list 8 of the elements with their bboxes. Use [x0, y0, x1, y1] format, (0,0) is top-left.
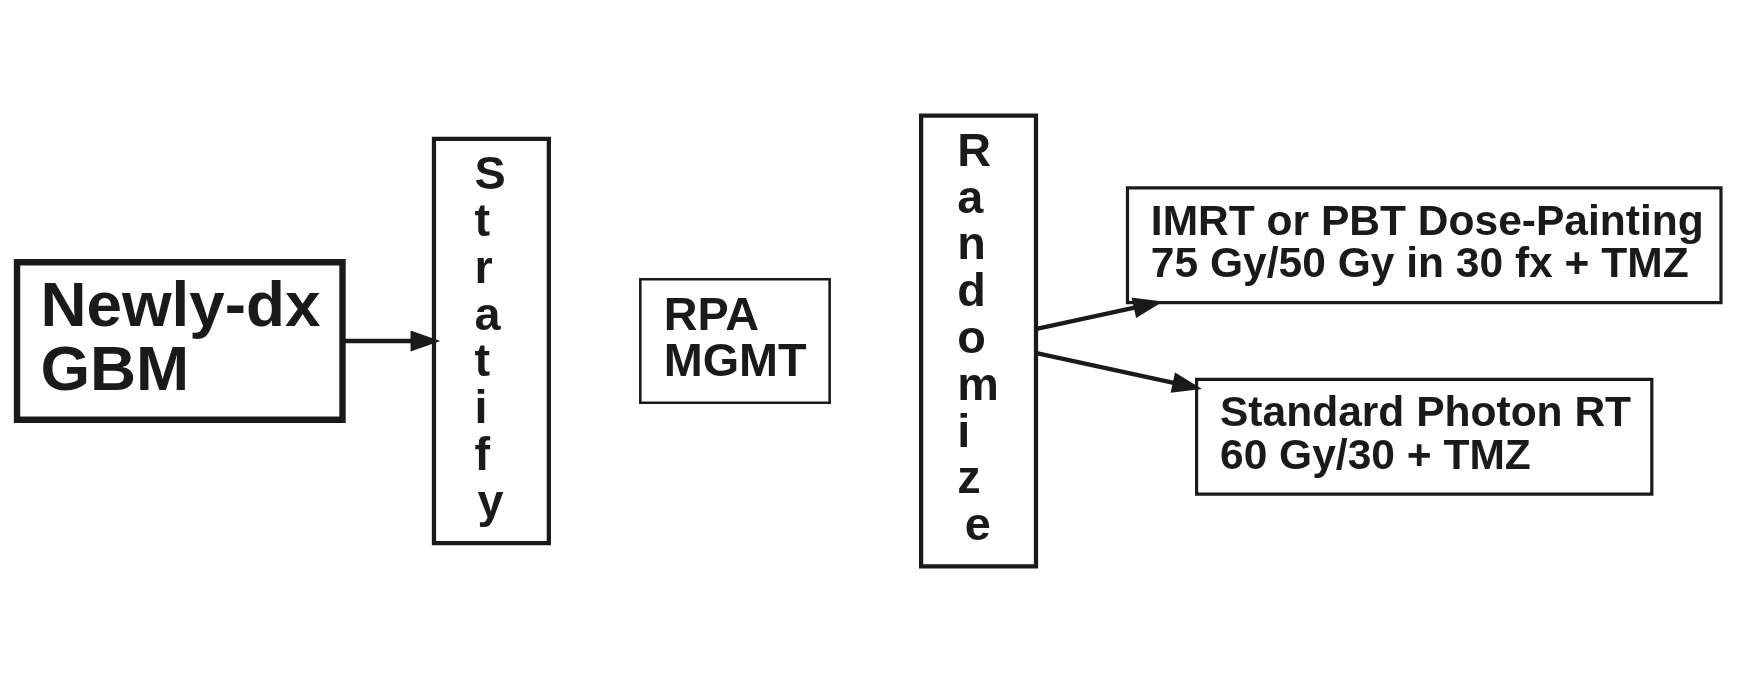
- node-box: Standard Photon RT 60 Gy/30 + TMZ: [1195, 377, 1654, 496]
- node-box: IMRT or PBT Dose-Painting 75 Gy/50 Gy in 30 fx + TMZ: [1125, 186, 1723, 305]
- node-box: Stratify: [431, 136, 551, 546]
- node-box: RPA MGMT: [639, 278, 831, 404]
- arrow: [342, 330, 441, 352]
- node-box: Randomize: [919, 113, 1039, 569]
- arrow: [1036, 351, 1202, 393]
- node-box: Newly-dx GBM: [13, 259, 346, 423]
